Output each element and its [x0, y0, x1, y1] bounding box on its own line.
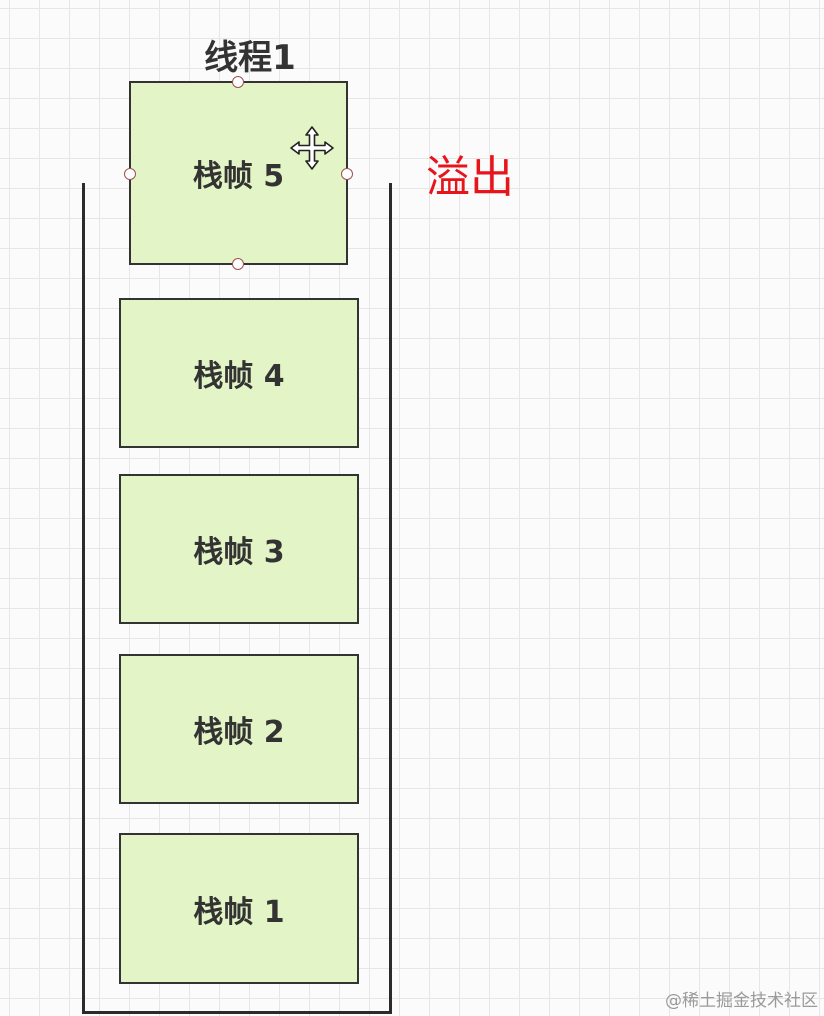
resize-handle-left[interactable]: [124, 168, 136, 180]
resize-handle-right[interactable]: [341, 168, 353, 180]
stack-bottom-wall: [82, 1011, 392, 1014]
stack-frame-3[interactable]: 栈帧 3: [119, 474, 359, 624]
thread-title: 线程1: [204, 38, 296, 78]
stack-frame-label: 栈帧 4: [193, 359, 285, 394]
stack-right-wall: [389, 183, 392, 1014]
resize-handle-top[interactable]: [232, 76, 244, 88]
watermark: @稀土掘金技术社区: [665, 991, 818, 1011]
stack-frame-label: 栈帧 3: [193, 535, 285, 570]
resize-handle-bottom[interactable]: [232, 258, 244, 270]
stack-frame-1[interactable]: 栈帧 1: [119, 833, 359, 984]
stack-frame-5[interactable]: 栈帧 5: [129, 81, 348, 265]
stack-frame-label: 栈帧 5: [192, 159, 285, 194]
stack-frame-4[interactable]: 栈帧 4: [119, 298, 359, 448]
overflow-label: 溢出: [426, 152, 514, 203]
stack-left-wall: [82, 183, 85, 1014]
stack-frame-2[interactable]: 栈帧 2: [119, 654, 359, 804]
stack-frame-label: 栈帧 2: [193, 715, 285, 750]
stack-frame-label: 栈帧 1: [193, 894, 285, 930]
move-icon: [290, 126, 334, 170]
